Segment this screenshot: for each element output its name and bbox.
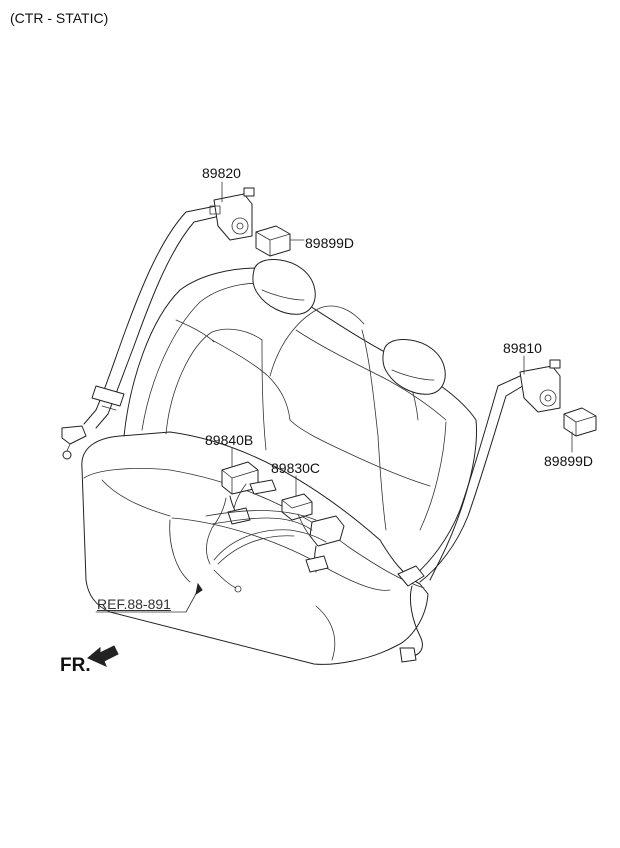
seat-cushion (81, 431, 429, 665)
part-label-89810[interactable]: 89810 (503, 340, 542, 356)
seat-back (123, 267, 478, 581)
headrest-left (252, 259, 316, 315)
front-direction-label: FR. (60, 655, 91, 676)
diagram-title: (CTR - STATIC) (10, 10, 109, 26)
retractor-cover-left (255, 225, 291, 257)
part-label-89899d-left[interactable]: 89899D (305, 235, 355, 251)
right-seat-belt-assembly (397, 359, 561, 663)
center-lap-belt-wiring (205, 483, 327, 593)
part-label-89840b[interactable]: 89840B (205, 432, 254, 448)
center-buckle-89830c (281, 493, 345, 573)
retractor-cover-right (563, 407, 597, 437)
callout-leader-lines (95, 181, 573, 613)
part-label-89830c[interactable]: 89830C (271, 460, 321, 476)
part-label-89820[interactable]: 89820 (202, 165, 241, 181)
reference-link[interactable]: REF.88-891 (97, 596, 171, 612)
part-label-89899d-right[interactable]: 89899D (544, 453, 594, 469)
center-buckle-89840b (221, 461, 277, 525)
front-direction-arrow-icon (87, 645, 119, 667)
headrest-right (382, 339, 446, 395)
left-seat-belt-assembly (61, 187, 255, 460)
